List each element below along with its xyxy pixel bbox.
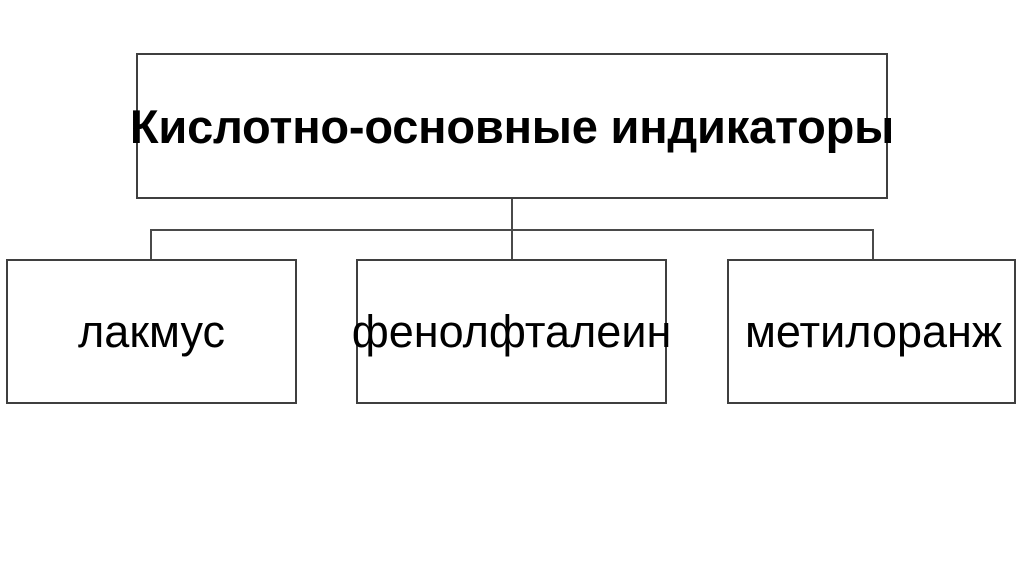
node-child-lakmus[interactable]: лакмус: [6, 259, 297, 404]
connector-drop-metiloranzh: [872, 229, 874, 260]
node-root-indicators[interactable]: Кислотно-основные индикаторы: [130, 53, 894, 199]
connector-drop-fenolftalein: [511, 229, 513, 260]
node-child-metiloranzh[interactable]: метилоранж: [727, 259, 1016, 404]
connector-drop-lakmus: [150, 229, 152, 260]
node-child-lakmus-label: лакмус: [78, 306, 225, 357]
node-child-metiloranzh-label: метилоранж: [744, 306, 1002, 357]
node-root-label: Кислотно-основные индикаторы: [129, 99, 895, 153]
node-child-fenolftalein[interactable]: фенолфталеин: [352, 259, 671, 404]
node-child-fenolftalein-label: фенолфталеин: [351, 306, 672, 357]
